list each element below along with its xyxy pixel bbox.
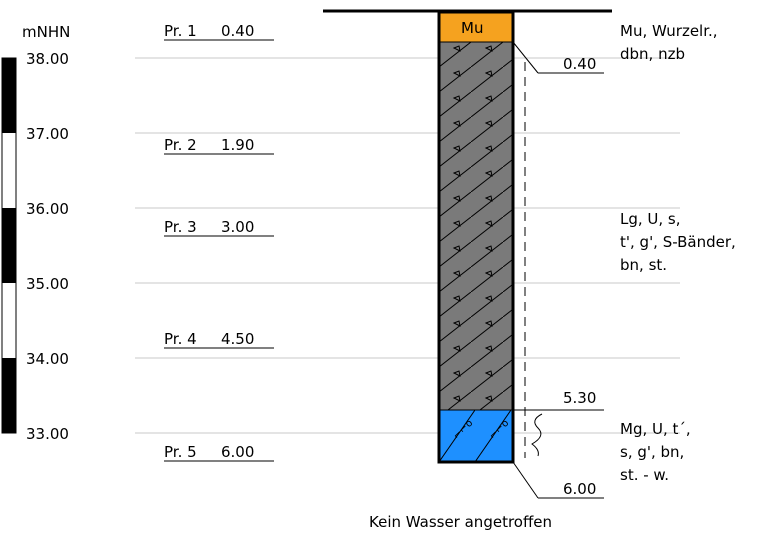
sample-3: Pr. 3 3.00 [164,218,274,237]
sample-4-depth: 4.50 [221,330,254,348]
depth-label-5-30: 5.30 [563,389,596,407]
description-marsh-line-2: s, g', bn, [620,443,684,461]
elevation-label-38: 38.00 [26,50,69,68]
sample-1: Pr. 1 0.40 [164,22,274,41]
sample-3-name: Pr. 3 [164,218,197,236]
depth-label-6-00: 6.00 [563,480,596,498]
sample-1-name: Pr. 1 [164,22,197,40]
elevation-label-33: 33.00 [26,425,69,443]
sample-4-name: Pr. 4 [164,330,197,348]
description-marsh-line-1: Mg, U, t´, [620,420,691,438]
elevation-scale-bar [1,57,17,434]
elevation-label-35: 35.00 [26,275,69,293]
borehole-column: Mu [437,10,515,464]
depth-marker-5-30: 5.30 [513,389,604,457]
sample-1-depth: 0.40 [221,22,254,40]
unit-label: mNHN [22,23,70,41]
description-loess: Lg, U, s, t', g', S-Bänder, bn, st. [620,210,736,274]
elevation-label-37: 37.00 [26,125,69,143]
sample-3-depth: 3.00 [221,218,254,236]
water-note: Kein Wasser angetroffen [369,513,552,531]
description-marsh-line-3: st. - w. [620,466,669,484]
sample-2-name: Pr. 2 [164,136,197,154]
description-loess-line-1: Lg, U, s, [620,210,681,228]
depth-marker-6-00: 6.00 [512,461,604,499]
layer-topsoil [439,12,513,42]
elevation-label-34: 34.00 [26,350,69,368]
depth-marker-0-40: 0.40 [512,41,604,74]
sample-2: Pr. 2 1.90 [164,136,274,155]
elevation-label-36: 36.00 [26,200,69,218]
sample-5-name: Pr. 5 [164,443,197,461]
description-loess-line-3: bn, st. [620,256,667,274]
layer-topsoil-symbol: Mu [461,19,483,37]
description-topsoil-line-2: dbn, nzb [620,45,685,63]
depth-label-0-40: 0.40 [563,55,596,73]
sample-4: Pr. 4 4.50 [164,330,274,349]
elevation-gridlines [135,57,680,434]
sample-5-depth: 6.00 [221,443,254,461]
description-topsoil-line-1: Mu, Wurzelr., [620,22,718,40]
description-topsoil: Mu, Wurzelr., dbn, nzb [620,22,718,63]
layer-marsh [439,410,513,462]
sample-5: Pr. 5 6.00 [164,443,274,462]
layer-loess [439,42,513,410]
description-marsh: Mg, U, t´, s, g', bn, st. - w. [620,420,691,484]
sample-2-depth: 1.90 [221,136,254,154]
description-loess-line-2: t', g', S-Bänder, [620,233,736,251]
